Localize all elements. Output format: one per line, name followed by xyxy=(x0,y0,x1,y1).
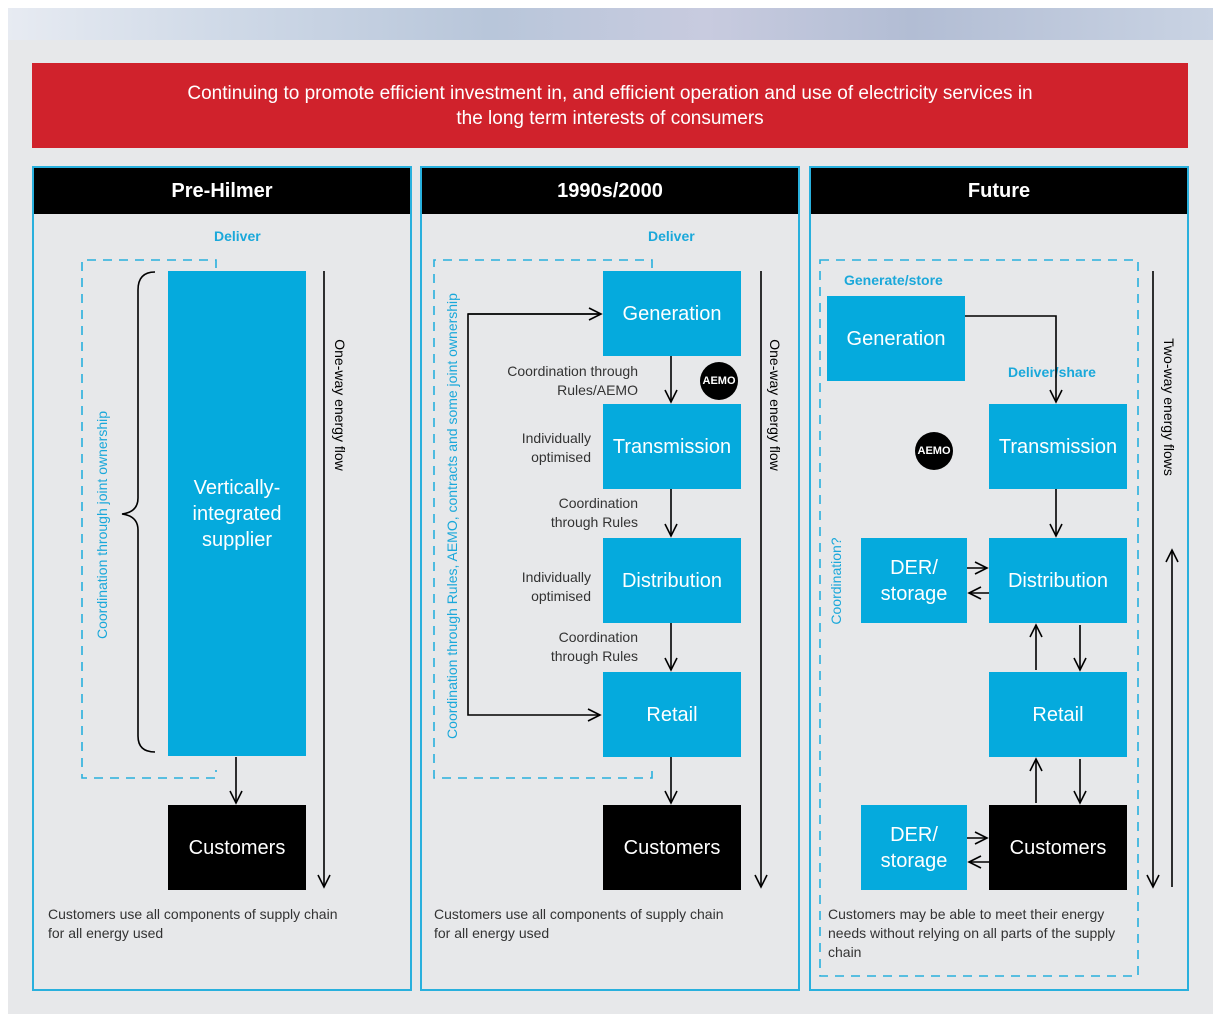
aemo-badge: AEMO xyxy=(700,362,738,400)
distribution-box: Distribution xyxy=(989,538,1127,623)
objective-banner: Continuing to promote efficient investme… xyxy=(32,63,1188,148)
der-storage-box: DER/ storage xyxy=(861,805,967,890)
column-note: Customers use all components of supply c… xyxy=(48,906,338,941)
retail-box: Retail xyxy=(603,672,741,757)
column-1990s-2000: 1990s/2000 xyxy=(420,166,800,991)
supplier-label: Vertically-integrated supplier xyxy=(192,476,282,551)
decorative-header-band xyxy=(8,8,1213,40)
column-note: Customers may be able to meet their ener… xyxy=(828,906,1116,960)
side-label: Individually optimised xyxy=(521,430,591,465)
customers-box: Customers xyxy=(989,805,1127,890)
column-note: Customers use all components of supply c… xyxy=(434,906,724,941)
generate-store-label: Generate/store xyxy=(844,272,943,288)
customers-box: Customers xyxy=(168,805,306,890)
column-title: Pre-Hilmer xyxy=(34,168,410,214)
side-label: Coordination through Rules/AEMO xyxy=(507,363,638,398)
dashed-frame-pre-hilmer xyxy=(81,259,217,779)
column-future: Future xyxy=(809,166,1189,991)
generation-box: Generation xyxy=(827,296,965,381)
column-title: 1990s/2000 xyxy=(422,168,798,214)
generation-box: Generation xyxy=(603,271,741,356)
aemo-badge: AEMO xyxy=(915,432,953,470)
retail-box: Retail xyxy=(989,672,1127,757)
column-title: Future xyxy=(811,168,1187,214)
distribution-box: Distribution xyxy=(603,538,741,623)
dashed-frame-future xyxy=(819,259,1139,977)
customers-box: Customers xyxy=(603,805,741,890)
banner-text: Continuing to promote efficient investme… xyxy=(187,82,1033,129)
side-label: Coordination through Rules xyxy=(550,629,638,664)
brace xyxy=(121,271,156,753)
column-pre-hilmer: Pre-Hilmer xyxy=(32,166,412,991)
deliver-label: Deliver xyxy=(214,228,261,244)
deliver-share-label: Deliver/share xyxy=(1008,364,1096,380)
side-label: Coordination through Rules xyxy=(550,495,638,530)
arrow xyxy=(965,315,1063,404)
transmission-box: Transmission xyxy=(989,404,1127,489)
customers-label: Customers xyxy=(188,836,286,859)
dashed-frame-1990s xyxy=(433,259,653,779)
arrow xyxy=(467,313,602,722)
der-storage-box: DER/ storage xyxy=(861,538,967,623)
vertically-integrated-supplier-box: Vertically-integrated supplier xyxy=(168,271,306,756)
deliver-label: Deliver xyxy=(648,228,695,244)
transmission-box: Transmission xyxy=(603,404,741,489)
side-label: Individually optimised xyxy=(521,569,591,604)
